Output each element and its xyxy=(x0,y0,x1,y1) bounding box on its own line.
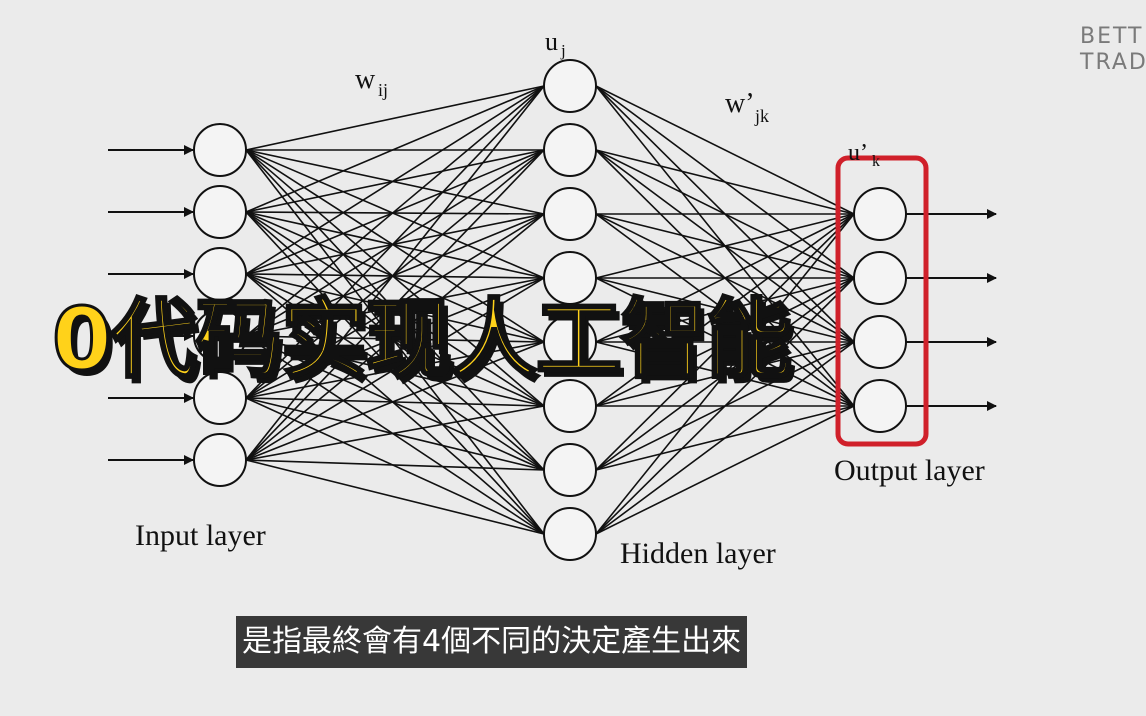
output-layer-label: Output layer xyxy=(834,454,985,487)
connection-line xyxy=(595,277,855,535)
arrows xyxy=(108,145,997,465)
connection-line xyxy=(245,335,545,535)
connection-line xyxy=(245,211,545,343)
connection-line xyxy=(245,459,545,471)
connection-line xyxy=(595,213,855,535)
connection-line xyxy=(245,335,545,407)
connection-line xyxy=(245,149,545,471)
connection-line xyxy=(245,211,545,407)
connection-line xyxy=(245,273,545,407)
connection-line xyxy=(245,459,545,535)
weight-label-wij: w ij xyxy=(355,64,388,100)
svg-text:j: j xyxy=(560,41,566,60)
connection-line xyxy=(245,277,545,461)
connection-line xyxy=(245,85,545,399)
connection-line xyxy=(245,211,545,279)
connection-line xyxy=(595,149,855,215)
connection-line xyxy=(595,85,855,215)
nodes xyxy=(193,59,907,561)
output-node xyxy=(853,251,907,305)
connection-line xyxy=(245,149,545,407)
connections xyxy=(245,85,855,535)
connection-line xyxy=(245,405,545,461)
hidden-node xyxy=(543,315,597,369)
input-node xyxy=(193,309,247,363)
connection-line xyxy=(245,273,545,279)
connection-line xyxy=(245,213,545,275)
connection-line xyxy=(245,341,545,399)
connection-line xyxy=(245,211,545,535)
connection-line xyxy=(245,397,545,407)
input-layer-label: Input layer xyxy=(135,519,266,552)
connection-line xyxy=(245,397,545,471)
headline-title: 0代码实现人工智能 xyxy=(51,289,794,392)
output-node xyxy=(853,315,907,369)
connection-line xyxy=(245,213,545,461)
watermark-line2: TRAD xyxy=(1080,50,1146,75)
connection-line xyxy=(595,213,855,279)
hidden-node xyxy=(543,251,597,305)
connection-line xyxy=(595,341,855,535)
svg-text:jk: jk xyxy=(754,106,769,126)
output-node xyxy=(853,379,907,433)
hidden-layer-label: Hidden layer xyxy=(620,537,776,570)
connection-line xyxy=(595,405,855,535)
svg-text:u’: u’ xyxy=(848,140,868,166)
hidden-node xyxy=(543,187,597,241)
connection-line xyxy=(245,149,545,343)
watermark: BETT TRAD xyxy=(1080,24,1146,76)
weight-label-wjk: w’ jk xyxy=(725,88,769,126)
connection-line xyxy=(245,85,545,151)
output-highlight-box xyxy=(835,155,929,447)
connection-line xyxy=(245,149,545,213)
connection-line xyxy=(245,211,545,471)
connection-line xyxy=(245,397,545,535)
connection-line xyxy=(245,85,545,461)
subtitle-caption: 是指最終會有4個不同的決定產生出來 xyxy=(236,616,748,668)
hidden-node xyxy=(543,123,597,177)
input-node xyxy=(193,185,247,239)
node-label-uj: u j xyxy=(545,27,566,60)
node-label-uk: u’ k xyxy=(848,140,880,170)
svg-text:w: w xyxy=(355,64,376,95)
connection-line xyxy=(245,335,545,343)
input-node xyxy=(193,433,247,487)
connection-line xyxy=(245,149,545,461)
svg-text:u: u xyxy=(545,27,558,56)
connection-line xyxy=(245,85,545,213)
connection-line xyxy=(245,149,545,279)
connection-line xyxy=(245,273,545,535)
connection-line xyxy=(595,213,855,407)
input-node xyxy=(193,371,247,425)
connection-line xyxy=(245,85,545,337)
connection-line xyxy=(245,341,545,461)
output-node xyxy=(853,187,907,241)
connection-line xyxy=(595,213,855,343)
connection-line xyxy=(245,149,545,215)
connection-line xyxy=(595,213,855,471)
svg-text:k: k xyxy=(872,153,880,170)
connection-line xyxy=(245,211,545,215)
connection-line xyxy=(245,277,545,337)
hidden-node xyxy=(543,443,597,497)
hidden-node xyxy=(543,507,597,561)
connection-line xyxy=(245,273,545,471)
input-node xyxy=(193,247,247,301)
watermark-line1: BETT xyxy=(1080,24,1144,49)
svg-text:w’: w’ xyxy=(725,88,755,119)
connection-line xyxy=(245,85,545,275)
connection-line xyxy=(245,335,545,471)
hidden-node xyxy=(543,379,597,433)
input-node xyxy=(193,123,247,177)
hidden-node xyxy=(543,59,597,113)
svg-text:ij: ij xyxy=(378,80,388,100)
connection-line xyxy=(245,273,545,343)
